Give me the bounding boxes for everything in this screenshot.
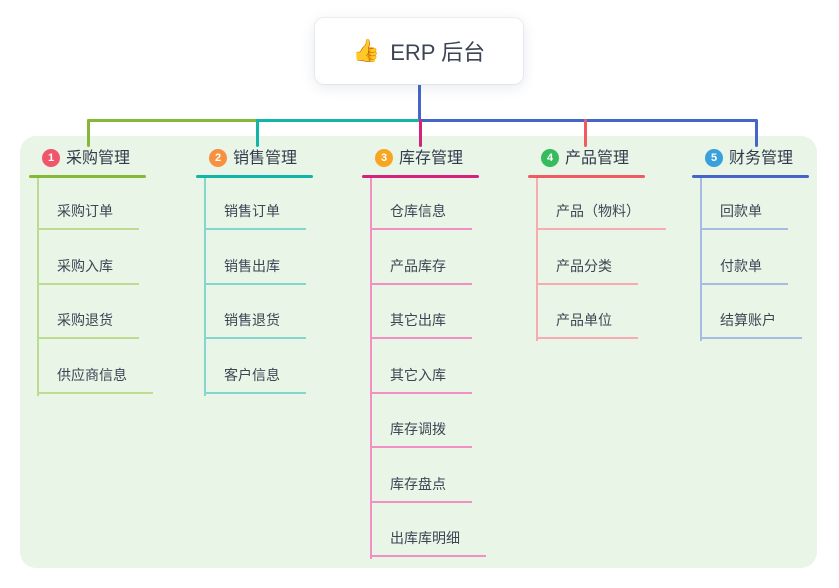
child-label: 供应商信息 (57, 367, 127, 383)
child-node[interactable]: 回款单 (700, 202, 788, 230)
branch-underline (196, 175, 313, 178)
branch-label: 财务管理 (729, 150, 794, 167)
branch-label: 采购管理 (66, 150, 131, 167)
child-node[interactable]: 采购入库 (37, 257, 139, 285)
branch-库存管理: 3 库存管理仓库信息产品库存其它出库其它入库库存调拨库存盘点出库库明细 (362, 0, 492, 588)
child-node[interactable]: 出库库明细 (370, 529, 486, 557)
branch-underline (29, 175, 146, 178)
branch-number-badge: 2 (209, 149, 227, 167)
branch-number-badge: 3 (375, 149, 393, 167)
child-node[interactable]: 库存调拨 (370, 420, 472, 448)
child-node[interactable]: 产品库存 (370, 257, 472, 285)
child-node[interactable]: 采购订单 (37, 202, 139, 230)
branch-drop-connector (584, 119, 587, 147)
child-node[interactable]: 销售出库 (204, 257, 306, 285)
child-node[interactable]: 仓库信息 (370, 202, 472, 230)
branch-drop-connector (419, 119, 422, 147)
child-label: 采购订单 (57, 203, 113, 219)
child-label: 库存调拨 (390, 421, 446, 437)
branch-drop-connector (256, 119, 259, 147)
branch-child-line (536, 178, 538, 341)
branch-drop-connector (87, 119, 90, 147)
child-label: 付款单 (720, 258, 762, 274)
trunk-segment-teal (256, 119, 421, 122)
thumbs-up-icon: 👍 (352, 38, 381, 63)
child-label: 销售订单 (224, 203, 280, 219)
branch-child-line (204, 178, 206, 396)
branch-header[interactable]: 5 财务管理 (692, 147, 809, 173)
child-node[interactable]: 其它出库 (370, 311, 472, 339)
branch-销售管理: 2 销售管理销售订单销售出库销售退货客户信息 (196, 0, 326, 588)
branch-number-badge: 1 (42, 149, 60, 167)
branch-header[interactable]: 1 采购管理 (29, 147, 146, 173)
branch-label: 产品管理 (565, 150, 630, 167)
branch-label: 库存管理 (399, 150, 464, 167)
child-node[interactable]: 销售退货 (204, 311, 306, 339)
trunk-segment-green (87, 119, 258, 122)
root-node[interactable]: 👍 ERP 后台 (315, 18, 523, 84)
child-label: 回款单 (720, 203, 762, 219)
trunk-segment-blue (419, 119, 757, 122)
child-node[interactable]: 付款单 (700, 257, 788, 285)
branch-header[interactable]: 3 库存管理 (362, 147, 479, 173)
branch-underline (362, 175, 479, 178)
child-label: 销售出库 (224, 258, 280, 274)
branch-header[interactable]: 2 销售管理 (196, 147, 313, 173)
child-label: 产品单位 (556, 312, 612, 328)
child-label: 采购入库 (57, 258, 113, 274)
child-node[interactable]: 库存盘点 (370, 475, 472, 503)
branch-label: 销售管理 (233, 150, 298, 167)
child-node[interactable]: 其它入库 (370, 366, 472, 394)
child-label: 客户信息 (224, 367, 280, 383)
child-node[interactable]: 供应商信息 (37, 366, 153, 394)
child-label: 库存盘点 (390, 476, 446, 492)
child-label: 产品（物料） (556, 203, 640, 219)
diagram-panel (20, 136, 817, 568)
branch-child-line (700, 178, 702, 341)
child-node[interactable]: 结算账户 (700, 311, 802, 339)
root-title: ERP 后台 (390, 40, 486, 65)
child-label: 结算账户 (720, 312, 776, 328)
branch-underline (528, 175, 645, 178)
child-label: 销售退货 (224, 312, 280, 328)
branch-产品管理: 4 产品管理产品（物料） 产品分类产品单位 (528, 0, 666, 588)
child-node[interactable]: 产品分类 (536, 257, 638, 285)
branch-采购管理: 1 采购管理采购订单采购入库采购退货供应商信息 (29, 0, 159, 588)
branch-header[interactable]: 4 产品管理 (528, 147, 645, 173)
child-label: 产品库存 (390, 258, 446, 274)
child-node[interactable]: 产品单位 (536, 311, 638, 339)
child-node[interactable]: 销售订单 (204, 202, 306, 230)
branch-child-line (370, 178, 372, 559)
branch-number-badge: 4 (541, 149, 559, 167)
child-node[interactable]: 采购退货 (37, 311, 139, 339)
child-label: 其它入库 (390, 367, 446, 383)
root-stem-connector (418, 84, 421, 122)
branch-child-line (37, 178, 39, 396)
branch-财务管理: 5 财务管理回款单付款单结算账户 (692, 0, 822, 588)
branch-number-badge: 5 (705, 149, 723, 167)
child-label: 采购退货 (57, 312, 113, 328)
branch-underline (692, 175, 809, 178)
child-label: 其它出库 (390, 312, 446, 328)
child-node[interactable]: 客户信息 (204, 366, 306, 394)
child-label: 出库库明细 (390, 530, 460, 546)
branch-drop-connector (755, 119, 758, 147)
child-node[interactable]: 产品（物料） (536, 202, 666, 230)
child-label: 仓库信息 (390, 203, 446, 219)
child-label: 产品分类 (556, 258, 612, 274)
